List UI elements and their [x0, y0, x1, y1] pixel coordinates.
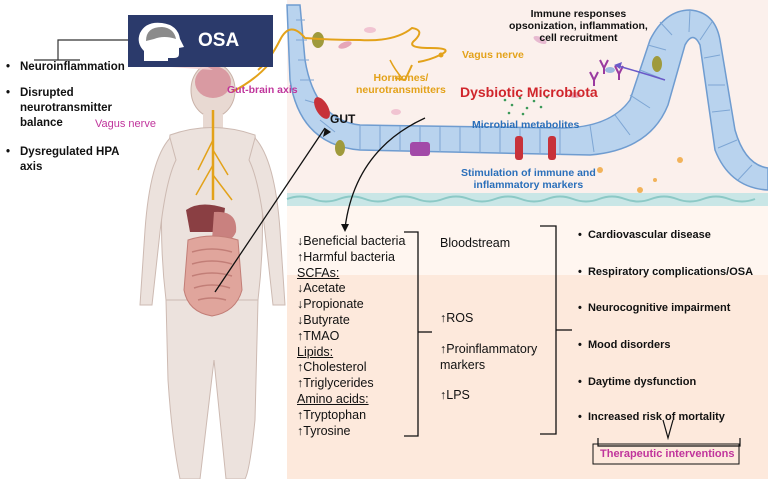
- bullet: •: [578, 411, 582, 423]
- therapeutic-interventions-label: Therapeutic interventions: [600, 448, 735, 460]
- ros-label: ↑ROS: [440, 311, 474, 325]
- human-figure: [139, 62, 286, 479]
- stimulation-label: Stimulation of immune and inflammatory m…: [461, 167, 596, 191]
- outcome-item: • Daytime dysfunction: [578, 376, 696, 388]
- outcome-item: • Increased risk of mortality: [578, 411, 725, 423]
- stimulation-line: inflammatory markers: [473, 179, 584, 191]
- outcome-item: • Mood disorders: [578, 339, 671, 351]
- outcome-text: Cardiovascular disease: [587, 229, 711, 241]
- osa-connector: [34, 39, 128, 61]
- head-profile-icon: [138, 22, 184, 61]
- outcome-text: Mood disorders: [587, 339, 671, 351]
- goblet-cells: [312, 32, 662, 156]
- gut-changes-list: ↓Beneficial bacteria ↑Harmful bacteria S…: [297, 234, 405, 439]
- immune-line: cell recruitment: [539, 32, 618, 44]
- outcome-item: • Respiratory complications/OSA: [578, 266, 753, 278]
- proinflammatory-line: ↑Proinflammatory: [440, 342, 538, 356]
- list-item: ↑Tyrosine: [297, 423, 351, 438]
- effect-text: neurotransmitter: [20, 102, 113, 114]
- lower-panel-top: [287, 205, 768, 275]
- hormones-line: neurotransmitters: [356, 84, 446, 96]
- list-item: ↓Butyrate: [297, 312, 350, 327]
- bullet: •: [6, 87, 11, 99]
- immune-cell: [410, 142, 430, 156]
- outcome-text: Increased risk of mortality: [587, 411, 725, 423]
- outcome-text: Daytime dysfunction: [587, 376, 697, 388]
- bullet: •: [578, 376, 582, 388]
- immune-responses-label: Immune responses opsonization, inflammat…: [509, 8, 648, 44]
- effect-text: Disrupted: [20, 87, 74, 99]
- immune-line: Immune responses: [530, 8, 627, 20]
- therapy-box: [592, 443, 740, 465]
- dysbiotic-microbiota-label: Dysbiotic Microbiota: [460, 84, 598, 100]
- outcome-text: Respiratory complications/OSA: [587, 266, 754, 278]
- bullet: •: [578, 229, 582, 241]
- list-item: ↑Tryptophan: [297, 407, 367, 422]
- bracket-therapy-top: [597, 438, 741, 447]
- outcome-item: • Cardiovascular disease: [578, 229, 711, 241]
- lps-label: ↑LPS: [440, 388, 470, 402]
- red-blood-cells: [314, 97, 556, 160]
- gut-brain-axis-label: Gut-brain axis: [227, 84, 298, 96]
- hormones-label: Hormones/ neurotransmitters: [356, 72, 446, 96]
- hormones-line: Hormones/: [373, 72, 429, 84]
- effect-text: Neuroinflammation: [20, 61, 125, 73]
- epithelial-cells: [296, 9, 753, 181]
- list-item: ↑Cholesterol: [297, 360, 367, 375]
- immune-line: opsonization, inflammation,: [509, 20, 648, 32]
- blood-vessel: [287, 193, 768, 206]
- effect-text: balance: [20, 117, 63, 129]
- osa-box: OSA: [128, 15, 273, 67]
- list-item: ↑Triglycerides: [297, 376, 374, 391]
- metabolite-dots: [503, 95, 549, 116]
- proinflammatory-line: markers: [440, 358, 486, 372]
- stimulation-line: Stimulation of immune and: [461, 167, 596, 179]
- antibodies: [589, 59, 624, 86]
- list-heading: Lipids:: [297, 344, 334, 359]
- list-item: ↓Beneficial bacteria: [297, 234, 406, 248]
- microbes: [338, 27, 683, 193]
- osa-label: OSA: [198, 30, 240, 51]
- microbial-metabolites-label: Microbial metabolites: [472, 119, 580, 131]
- bullet: •: [578, 339, 582, 351]
- list-item: ↓Acetate: [297, 281, 346, 296]
- bullet: •: [6, 146, 11, 158]
- bloodstream-label: Bloodstream: [440, 236, 511, 250]
- effect-text: Dysregulated HPA: [20, 146, 120, 158]
- vagus-nerve-gut-label: Vagus nerve: [462, 49, 524, 61]
- outcome-text: Neurocognitive impairment: [587, 302, 731, 314]
- list-item: ↑TMAO: [297, 328, 340, 343]
- bullet: •: [578, 266, 582, 278]
- gut-epithelium: [286, 4, 768, 191]
- bullet: •: [578, 302, 582, 314]
- proinflammatory-label: ↑Proinflammatory markers: [440, 341, 537, 373]
- list-item: ↓Propionate: [297, 297, 364, 312]
- effect-text: axis: [20, 161, 43, 173]
- vagus-nerve-gut: [257, 26, 447, 71]
- bracket-left: [404, 231, 419, 437]
- gut-label: GUT: [330, 112, 356, 126]
- outcome-item: • Neurocognitive impairment: [578, 302, 730, 314]
- bullet: •: [6, 61, 11, 73]
- gut-to-list-arrow: [344, 117, 426, 229]
- list-heading: Amino acids:: [297, 391, 369, 406]
- vagus-nerve-label: Vagus nerve: [95, 118, 156, 130]
- gut-pointer: [214, 127, 326, 293]
- list-item: ↑Harmful bacteria: [297, 249, 395, 264]
- list-heading: SCFAs:: [297, 265, 340, 280]
